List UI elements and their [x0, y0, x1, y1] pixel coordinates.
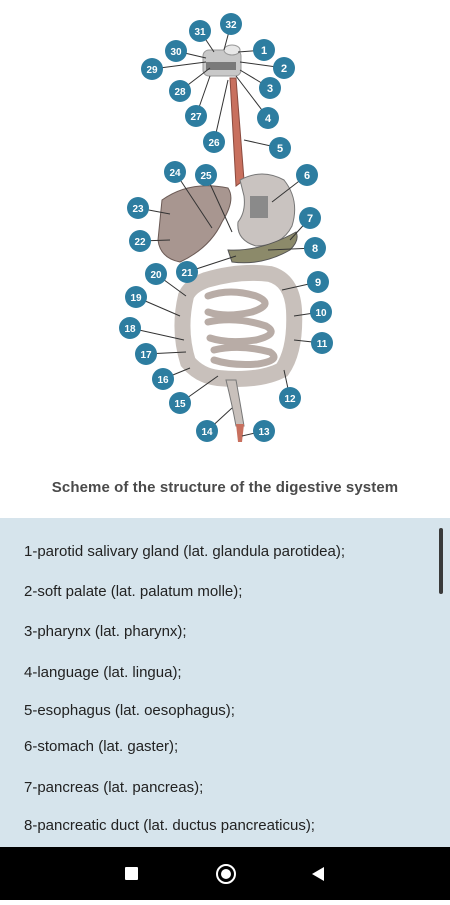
marker-label: 12 [284, 394, 296, 405]
list-item: 8-pancreatic duct (lat. ductus pancreati… [24, 817, 315, 834]
marker-20[interactable]: 20 [145, 263, 167, 285]
marker-6[interactable]: 6 [296, 164, 318, 186]
marker-5[interactable]: 5 [269, 137, 291, 159]
marker-31[interactable]: 31 [189, 20, 211, 42]
triangle-back-icon [312, 867, 324, 881]
marker-label: 29 [146, 65, 158, 76]
marker-label: 3 [267, 83, 273, 95]
marker-22[interactable]: 22 [129, 230, 151, 252]
marker-23[interactable]: 23 [127, 197, 149, 219]
marker-label: 20 [150, 270, 162, 281]
circle-home-icon [216, 864, 236, 884]
system-navigation-bar [0, 847, 450, 900]
marker-25[interactable]: 25 [195, 164, 217, 186]
small-intestine-shape [204, 288, 278, 368]
marker-label: 15 [174, 399, 186, 410]
marker-label: 10 [315, 308, 327, 319]
marker-16[interactable]: 16 [152, 368, 174, 390]
marker-19[interactable]: 19 [125, 286, 147, 308]
marker-label: 14 [201, 427, 213, 438]
recents-button[interactable] [101, 847, 161, 900]
large-intestine-shape [174, 264, 303, 387]
marker-2[interactable]: 2 [273, 57, 295, 79]
marker-7[interactable]: 7 [299, 207, 321, 229]
list-item: 4-language (lat. lingua); [24, 664, 182, 681]
marker-11[interactable]: 11 [311, 332, 333, 354]
marker-label: 27 [190, 112, 202, 123]
marker-29[interactable]: 29 [141, 58, 163, 80]
list-item: 1-parotid salivary gland (lat. glandula … [24, 543, 346, 560]
marker-label: 26 [208, 138, 220, 149]
list-item: 6-stomach (lat. gaster); [24, 738, 179, 755]
marker-label: 25 [200, 171, 212, 182]
marker-21[interactable]: 21 [176, 261, 198, 283]
marker-label: 13 [258, 427, 270, 438]
marker-label: 30 [170, 47, 182, 58]
marker-label: 24 [169, 168, 181, 179]
marker-24[interactable]: 24 [164, 161, 186, 183]
marker-4[interactable]: 4 [257, 107, 279, 129]
marker-label: 22 [134, 237, 146, 248]
marker-32[interactable]: 32 [220, 13, 242, 35]
marker-15[interactable]: 15 [169, 392, 191, 414]
list-item: 7-pancreas (lat. pancreas); [24, 779, 204, 796]
marker-label: 5 [277, 143, 283, 155]
marker-10[interactable]: 10 [310, 301, 332, 323]
marker-label: 1 [261, 45, 267, 57]
marker-label: 31 [194, 27, 206, 38]
marker-label: 23 [132, 204, 144, 215]
pancreas-shape [227, 231, 298, 264]
marker-label: 18 [124, 324, 136, 335]
scrollbar-thumb[interactable] [439, 528, 443, 594]
marker-label: 16 [157, 375, 169, 386]
marker-3[interactable]: 3 [259, 77, 281, 99]
marker-27[interactable]: 27 [185, 105, 207, 127]
marker-18[interactable]: 18 [119, 317, 141, 339]
esophagus-shape [229, 77, 245, 187]
list-item: 3-pharynx (lat. pharynx); [24, 623, 187, 640]
marker-label: 11 [317, 339, 328, 350]
list-item: 5-esophagus (lat. oesophagus); [24, 702, 235, 719]
list-item: 2-soft palate (lat. palatum molle); [24, 583, 243, 600]
head-region [202, 44, 242, 77]
marker-label: 32 [225, 20, 237, 31]
marker-28[interactable]: 28 [169, 80, 191, 102]
marker-label: 4 [265, 113, 272, 125]
marker-label: 17 [140, 350, 152, 361]
figure-caption: Scheme of the structure of the digestive… [51, 479, 399, 496]
marker-1[interactable]: 1 [253, 39, 275, 61]
marker-label: 21 [181, 268, 193, 279]
anatomy-illustration: 1 2 3 4 5 6 7 8 9 10 11 12 13 14 15 16 1… [119, 13, 333, 442]
marker-label: 6 [304, 170, 310, 182]
marker-12[interactable]: 12 [279, 387, 301, 409]
legend-list[interactable]: 1-parotid salivary gland (lat. glandula … [0, 518, 450, 847]
rectum-shape [225, 379, 245, 427]
digestive-system-figure: 1 2 3 4 5 6 7 8 9 10 11 12 13 14 15 16 1… [119, 13, 333, 442]
marker-label: 28 [174, 87, 186, 98]
marker-label: 8 [312, 243, 318, 255]
marker-8[interactable]: 8 [304, 237, 326, 259]
marker-label: 9 [315, 277, 321, 289]
marker-13[interactable]: 13 [253, 420, 275, 442]
marker-30[interactable]: 30 [165, 40, 187, 62]
home-button[interactable] [196, 847, 256, 900]
marker-label: 7 [307, 213, 313, 225]
marker-14[interactable]: 14 [196, 420, 218, 442]
marker-9[interactable]: 9 [307, 271, 329, 293]
back-button[interactable] [289, 847, 349, 900]
liver-shape [157, 185, 232, 263]
marker-17[interactable]: 17 [135, 343, 157, 365]
marker-26[interactable]: 26 [203, 131, 225, 153]
marker-label: 2 [281, 63, 287, 75]
square-icon [125, 867, 138, 880]
marker-label: 19 [130, 293, 142, 304]
